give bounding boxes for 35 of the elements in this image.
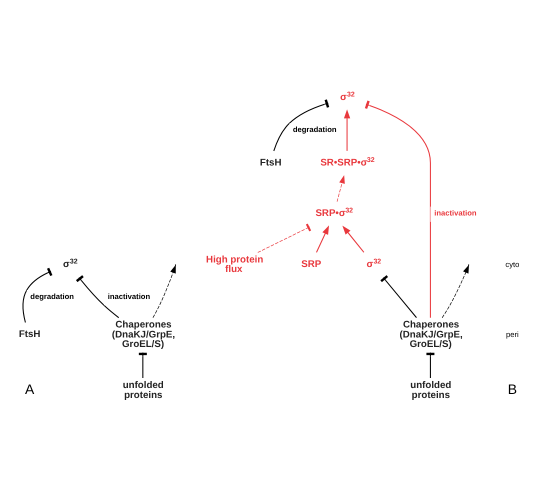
node-text: FtsH (260, 156, 282, 168)
node-text: SR•SRP•σ$^{32}$ (320, 156, 375, 168)
node-text: unfolded proteins (122, 380, 164, 400)
node-text: σ$^{32}$ (62, 258, 78, 270)
label: cyto (505, 259, 520, 268)
connector (426, 352, 434, 378)
connector (273, 98, 330, 151)
node-text: High protein flux (206, 254, 264, 275)
node-text: σ$^{32}$ (340, 91, 355, 103)
arrow (442, 264, 469, 318)
connector (76, 274, 120, 318)
connector (364, 100, 431, 318)
arrow (316, 224, 330, 252)
connector (22, 267, 52, 322)
arrow (344, 108, 350, 150)
edge-label: degradation (292, 124, 337, 134)
node-text: FtsH (18, 328, 40, 340)
arrow (152, 264, 176, 318)
edge-label: inactivation (434, 208, 477, 218)
edge-label: degradation (30, 291, 74, 300)
connector (257, 223, 312, 252)
node-text: Chaperones (DnaKJ/GrpE, GroEL/S) (112, 319, 176, 350)
arrow (342, 225, 364, 252)
node-text: Chaperones (DnaKJ/GrpE, GroEL/S) (400, 319, 463, 350)
connector (380, 274, 417, 318)
label: A (24, 380, 34, 397)
node-text: SRP (301, 258, 322, 270)
connector (138, 352, 147, 378)
edge-label: inactivation (108, 291, 150, 300)
node-text: σ$^{32}$ (366, 258, 382, 270)
node-text: SRP•σ$^{32}$ (315, 207, 354, 219)
label: B (508, 380, 518, 397)
node-text: unfolded proteins (410, 380, 452, 400)
label: peri (506, 330, 519, 339)
arrow (336, 174, 345, 202)
